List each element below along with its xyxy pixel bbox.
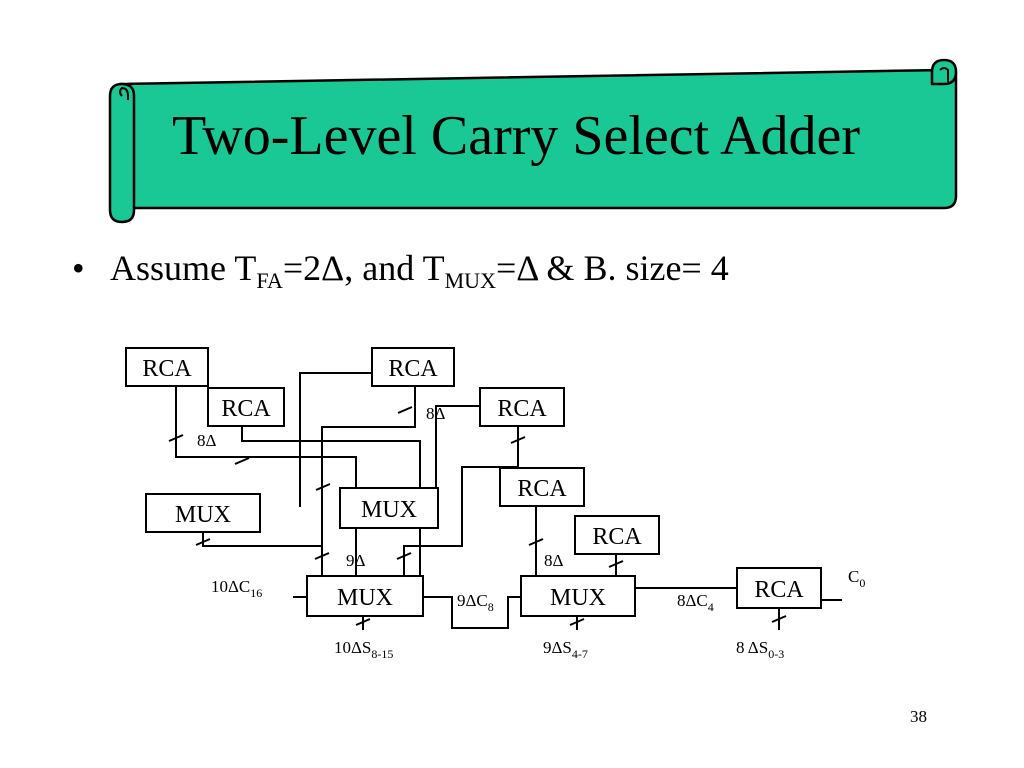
delay-label-9: 9Δ (346, 551, 366, 570)
bus-ticks (168, 406, 787, 626)
bullet-text-2: =2Δ, and T (282, 248, 445, 288)
carry-c4-label: 8ΔC4 (677, 591, 714, 614)
sum-s8-15-label: 10ΔS8-15 (334, 638, 393, 661)
rca-block-3 (207, 387, 285, 427)
delay-label-8-mid: 8Δ (426, 404, 446, 423)
carry-c0-label: C0 (848, 567, 865, 590)
rca-label-4: RCA (497, 396, 547, 422)
rca-block-5 (499, 467, 585, 507)
delay-label-8-left: 8Δ (197, 431, 217, 450)
bullet-text-1: Assume T (110, 248, 257, 288)
rca-block-1 (125, 347, 209, 387)
mux-block-4 (520, 575, 636, 617)
rca-label-5: RCA (517, 476, 567, 502)
rca-label-3: RCA (221, 396, 271, 422)
rca-block-4 (479, 387, 565, 427)
carry-c8-label: 9ΔC8 (457, 591, 494, 614)
rca-label-6: RCA (592, 524, 642, 550)
bullet-sub-fa: FA (256, 268, 283, 294)
assumption-bullet: • Assume TFA=2Δ, and TMUX=Δ & B. size= 4 (72, 244, 729, 305)
mux-label-4: MUX (550, 585, 606, 611)
mux-label-3: MUX (337, 585, 393, 611)
blocks (125, 347, 822, 617)
rca-label-2: RCA (388, 356, 438, 382)
sum-s0-3-label: 8 ΔS0-3 (736, 638, 784, 661)
bullet-sub-mux: MUX (444, 268, 496, 294)
sum-s4-7-label: 9ΔS4-7 (543, 638, 588, 661)
bullet-text-3: =Δ & B. size= 4 (495, 248, 729, 288)
title-banner (108, 58, 958, 224)
mux-label-2: MUX (361, 497, 417, 523)
page-number: 38 (910, 707, 927, 726)
bullet-dot: • (72, 248, 85, 288)
mux-block-3 (306, 575, 424, 617)
rca-block-2 (371, 347, 455, 387)
page-title: Two-Level Carry Select Adder (172, 105, 861, 167)
delay-label-8-right: 8Δ (544, 551, 564, 570)
rca-label-7: RCA (754, 577, 804, 603)
carry-c16-label: 10ΔC16 (211, 577, 262, 600)
mux-label-1: MUX (175, 502, 231, 528)
rca-label-1: RCA (142, 356, 192, 382)
mux-block-1 (145, 493, 261, 533)
mux-block-2 (339, 487, 439, 529)
rca-block-6 (574, 515, 660, 555)
rca-block-7 (736, 567, 822, 609)
